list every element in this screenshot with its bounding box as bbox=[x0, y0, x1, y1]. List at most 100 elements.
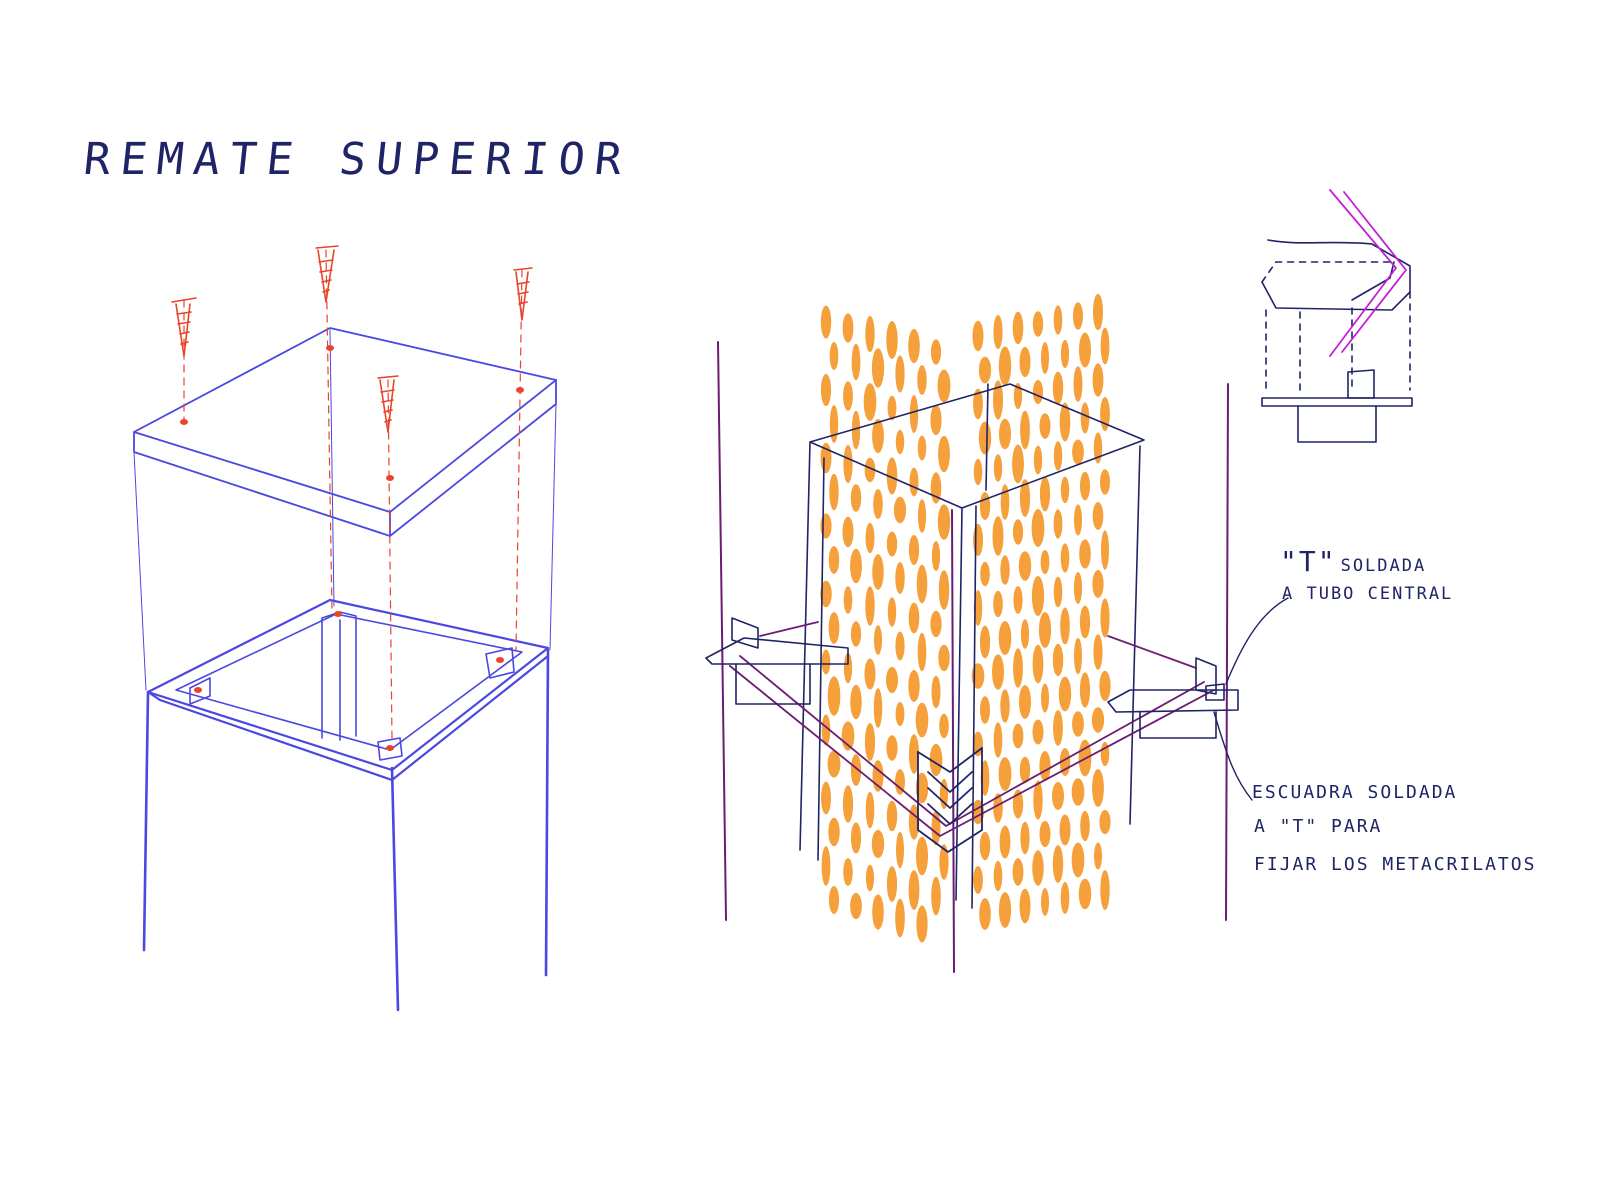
perforation-dot bbox=[993, 315, 1003, 349]
perforation-dot bbox=[1079, 539, 1091, 569]
perforation-dot bbox=[931, 675, 941, 709]
perforation-dot bbox=[829, 342, 839, 370]
perforation-dot bbox=[1059, 402, 1071, 442]
perforation-dot bbox=[886, 457, 898, 495]
perforation-dot bbox=[1032, 311, 1044, 337]
perforation-dot bbox=[1100, 598, 1110, 638]
perforation-dot bbox=[843, 652, 853, 684]
perforation-dot bbox=[1074, 504, 1082, 536]
perforation-dot bbox=[1033, 780, 1043, 820]
perforation-dot bbox=[1012, 858, 1024, 886]
perforation-dot bbox=[873, 688, 883, 728]
perforation-dot bbox=[980, 696, 990, 724]
screws bbox=[171, 245, 533, 751]
column-outline bbox=[799, 383, 1145, 909]
perforation-dot bbox=[939, 713, 949, 739]
perforation-dot bbox=[915, 702, 929, 738]
column-top-frame bbox=[146, 598, 550, 782]
perforation-dot bbox=[1060, 543, 1070, 573]
perforation-dot bbox=[1099, 670, 1111, 702]
perforation-dot bbox=[820, 305, 832, 339]
perforation-dot bbox=[1053, 576, 1063, 608]
escuadra-note-line-3: FIJAR LOS METACRILATOS bbox=[1254, 854, 1537, 875]
perforation-dot bbox=[973, 388, 983, 420]
perforation-dot bbox=[917, 499, 927, 533]
screw-holes bbox=[180, 345, 524, 751]
perforation-dot bbox=[1039, 476, 1051, 512]
perforation-dot bbox=[1080, 471, 1090, 501]
perforation-dot bbox=[874, 625, 882, 655]
perforation-dot bbox=[1041, 888, 1049, 916]
perforation-dot bbox=[865, 864, 875, 892]
perforation-dot bbox=[908, 734, 920, 774]
perforation-dot bbox=[895, 429, 905, 455]
perforation-dot bbox=[1100, 327, 1110, 365]
perforation-dot bbox=[937, 369, 951, 403]
perforation-dot bbox=[1039, 751, 1051, 781]
perforation-dot bbox=[873, 489, 883, 519]
perforation-dot bbox=[1038, 612, 1052, 648]
perforation-dot bbox=[1033, 445, 1043, 475]
perforation-dot bbox=[850, 754, 862, 786]
perforation-dot bbox=[886, 866, 898, 902]
perforation-dot bbox=[1060, 882, 1070, 914]
perforation-dot bbox=[896, 831, 904, 869]
perforation-dot bbox=[993, 590, 1003, 618]
perforation-dot bbox=[1053, 509, 1063, 539]
perforation-dot bbox=[827, 750, 841, 778]
perforation-dot bbox=[829, 405, 839, 443]
perforation-dot bbox=[931, 876, 941, 916]
front-clip bbox=[917, 747, 983, 853]
perforation-dot bbox=[993, 722, 1003, 758]
perforated-column-drawing bbox=[705, 293, 1289, 973]
perforation-dot bbox=[851, 343, 861, 381]
perforation-dot bbox=[1041, 342, 1049, 374]
screw-2-icon bbox=[315, 245, 339, 303]
leader-lines bbox=[1213, 597, 1289, 801]
perforation-pattern bbox=[820, 293, 1111, 943]
perforation-dot bbox=[842, 313, 854, 343]
screw-3-icon bbox=[377, 375, 399, 433]
perforation-dot bbox=[998, 892, 1012, 928]
perforation-dot bbox=[1020, 619, 1030, 649]
perforation-dot bbox=[1013, 648, 1023, 688]
perforation-dot bbox=[843, 586, 853, 614]
perforation-dot bbox=[842, 785, 854, 823]
perforation-dot bbox=[909, 467, 919, 497]
perforation-dot bbox=[1099, 809, 1111, 835]
perforation-dot bbox=[972, 320, 984, 352]
perforation-dot bbox=[821, 846, 831, 886]
perforation-dot bbox=[871, 348, 885, 388]
column-body bbox=[133, 329, 557, 1012]
perforation-dot bbox=[998, 621, 1012, 655]
perforation-dot bbox=[938, 570, 950, 610]
perforation-dot bbox=[1019, 756, 1031, 784]
perforation-dot bbox=[1052, 845, 1064, 883]
perforation-dot bbox=[1052, 782, 1064, 810]
perforation-dot bbox=[1019, 888, 1031, 924]
perforation-dot bbox=[998, 757, 1012, 791]
perforation-dot bbox=[1072, 711, 1084, 737]
perforation-dot bbox=[886, 531, 898, 557]
perforation-dot bbox=[916, 564, 928, 604]
perforation-dot bbox=[1073, 572, 1083, 604]
perforation-dot bbox=[908, 328, 920, 364]
perforation-dot bbox=[828, 546, 840, 574]
perforation-dot bbox=[993, 860, 1003, 892]
perforation-dot bbox=[895, 898, 905, 938]
perforation-dot bbox=[930, 610, 942, 638]
perforation-dot bbox=[937, 504, 951, 540]
perforation-dot bbox=[979, 625, 991, 659]
perforation-dot bbox=[1079, 605, 1091, 639]
left-bracket bbox=[705, 617, 849, 705]
perforation-dot bbox=[1020, 821, 1030, 855]
perforation-dot bbox=[1019, 479, 1031, 517]
outer-posts bbox=[717, 341, 1229, 973]
perforation-dot bbox=[1092, 363, 1104, 397]
perforation-dot bbox=[895, 702, 905, 726]
perforation-dot bbox=[851, 410, 861, 450]
perforation-dot bbox=[1032, 719, 1044, 745]
perforation-dot bbox=[872, 760, 884, 792]
perforation-dot bbox=[843, 444, 853, 484]
perforation-dot bbox=[1031, 509, 1045, 547]
